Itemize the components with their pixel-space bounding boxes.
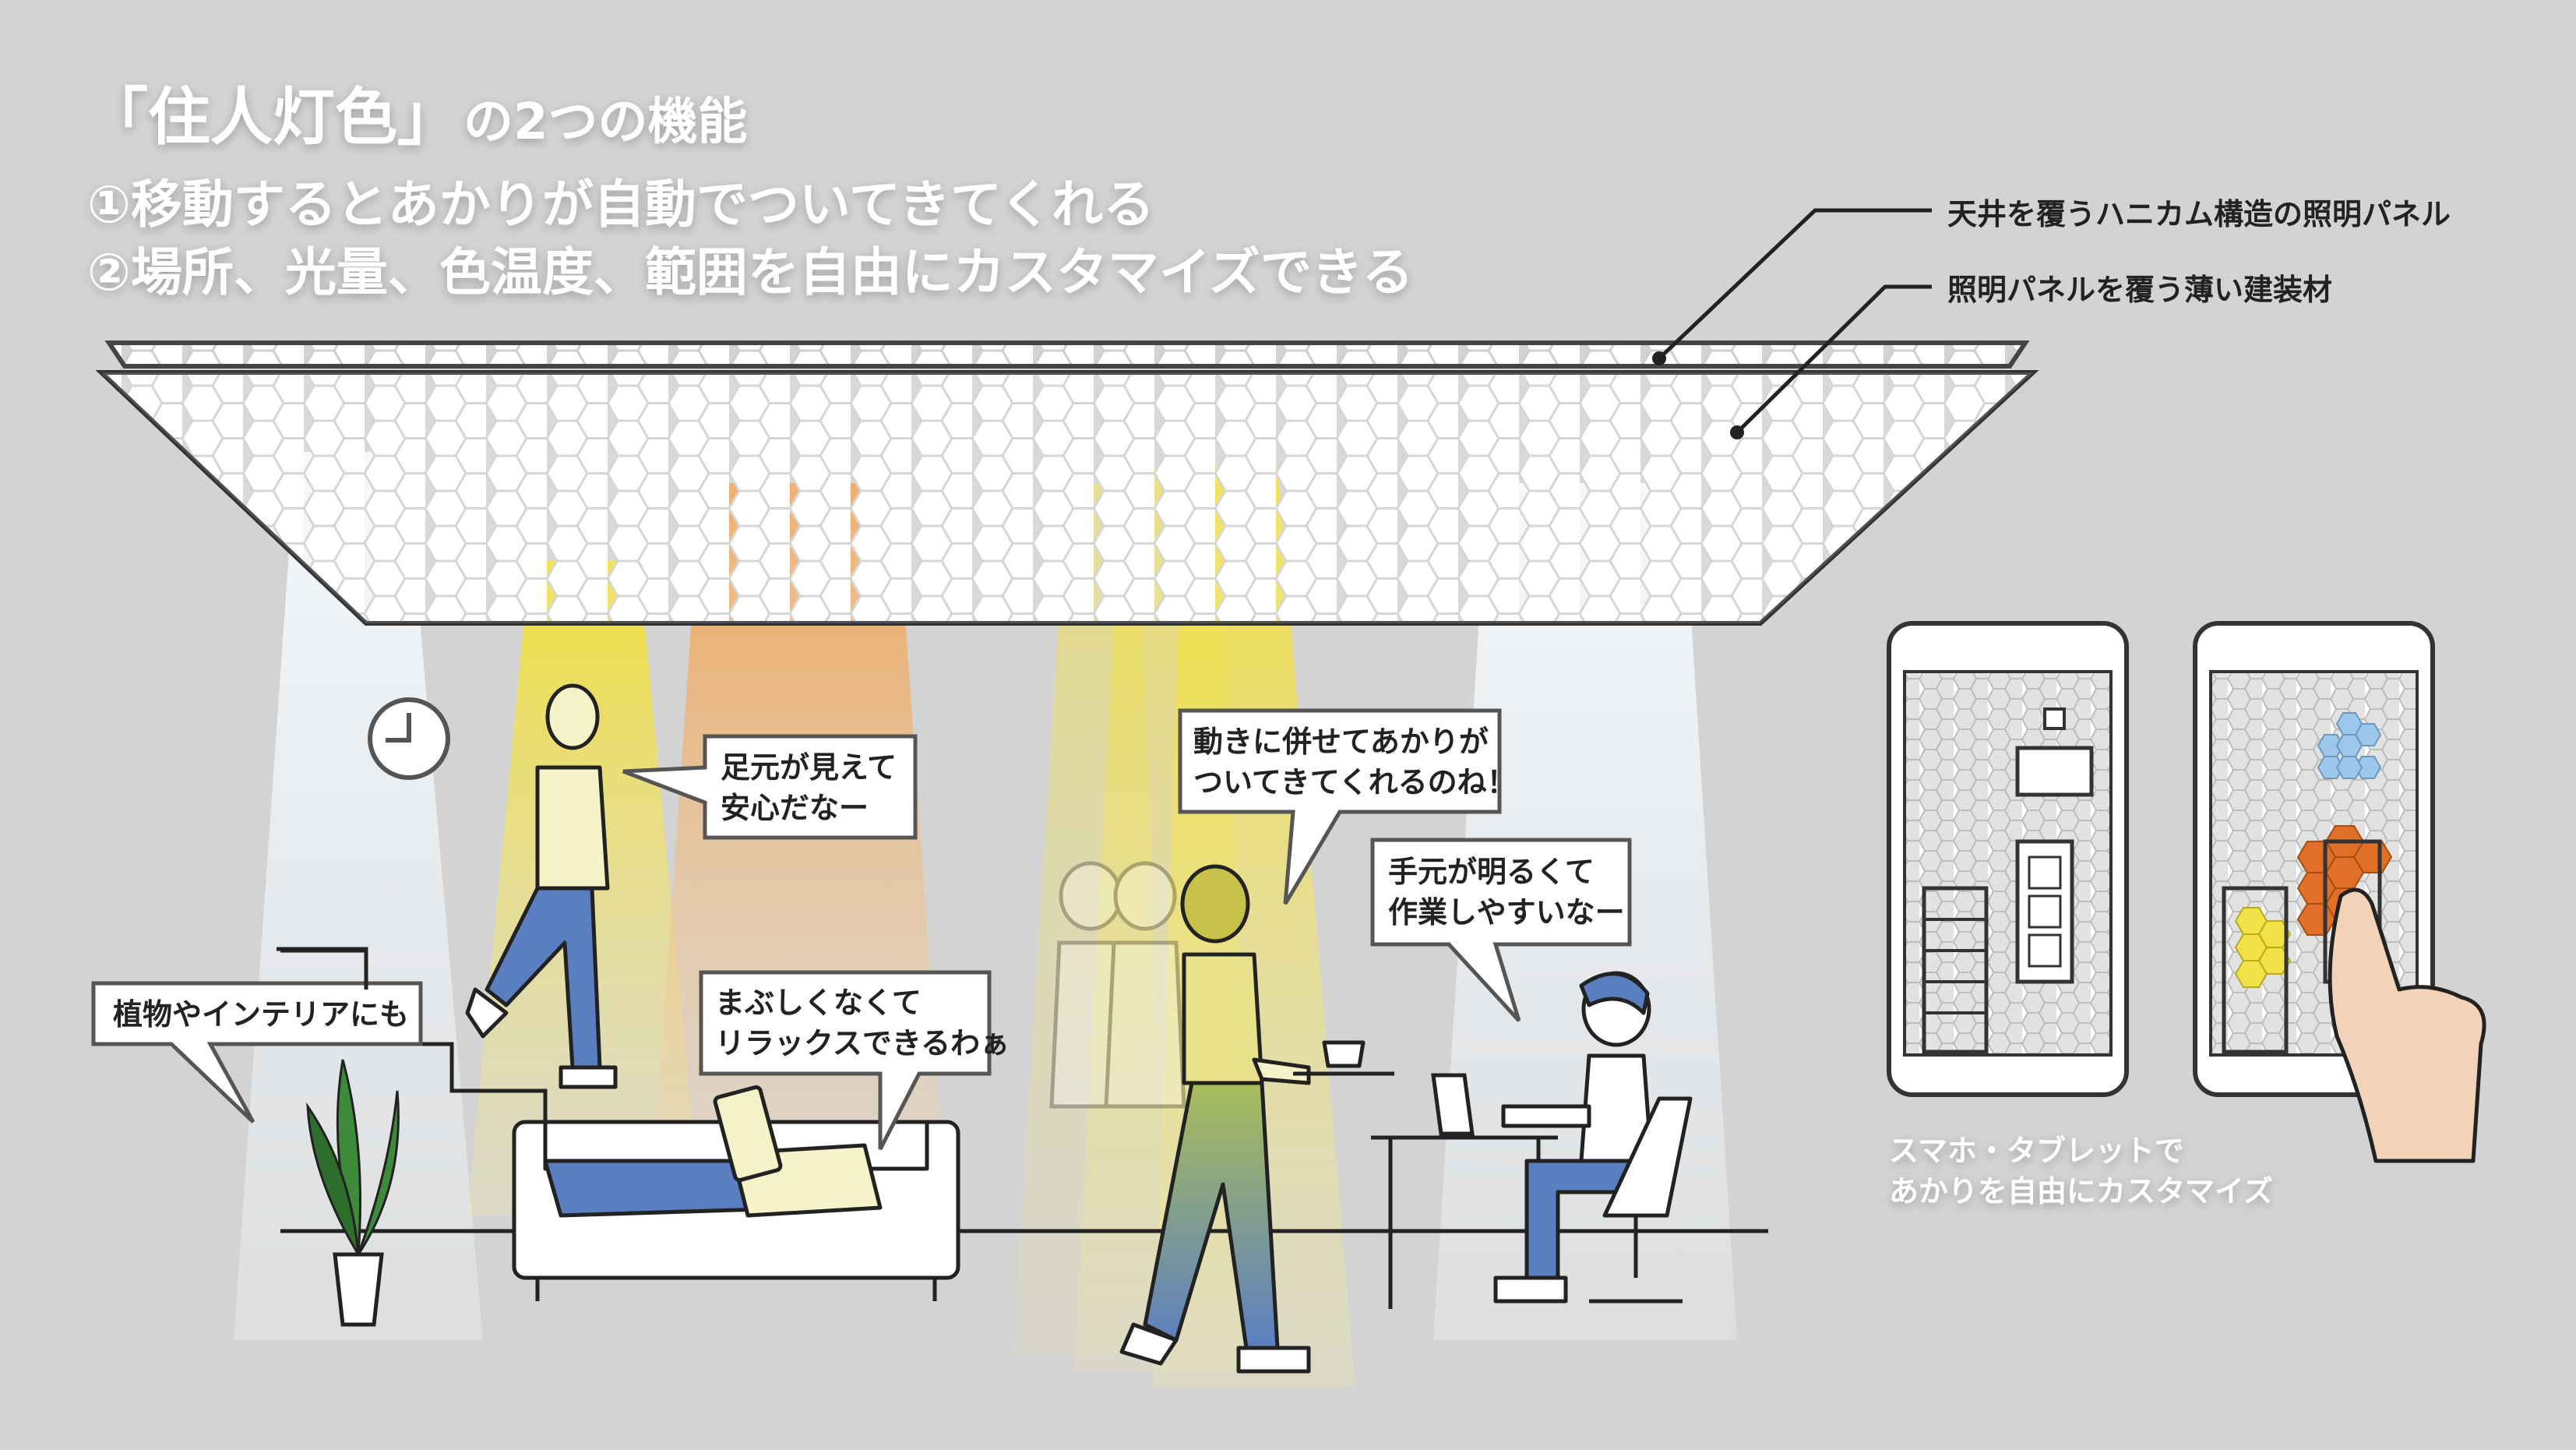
title-suffix: の2つの機能 (463, 93, 748, 151)
light-beam-cool-left (234, 452, 483, 1340)
feature-1: ①移動するとあかりが自動でついてきてくれる (87, 175, 1154, 235)
plant-icon (306, 1059, 400, 1327)
phone-caption-line1: スマホ・タブレットで (1889, 1134, 2184, 1168)
clock-icon (368, 697, 450, 780)
bubble-plants-text: 植物やインテリアにも (113, 997, 409, 1032)
speech-bubble-plants: 植物やインテリアにも (91, 981, 423, 1124)
callout-cover-material: 照明パネルを覆う薄い建装材 (1947, 273, 2332, 307)
product-title: 「住人灯色」 (86, 81, 460, 153)
walking-person (1119, 864, 1394, 1374)
bubble-sofa-line1: まぶしくなくて (715, 986, 922, 1020)
feature-2: ②場所、光量、色温度、範囲を自由にカスタマイズできる (87, 242, 1414, 302)
bubble-stairs-line2: 安心だなー (721, 791, 869, 825)
ceiling-panel (95, 340, 2039, 626)
bubble-sofa-line2: リラックスできるわぁ (715, 1026, 1010, 1060)
honeycomb-layer (104, 340, 2030, 369)
person-at-desk (1493, 971, 1693, 1304)
cover-material-layer (95, 370, 2039, 626)
bubble-desk-line1: 手元が明るくて (1388, 855, 1595, 889)
bubble-desk-line2: 作業しやすいなー (1388, 895, 1625, 930)
person-on-stairs (465, 683, 618, 1089)
speech-bubble-desk: 手元が明るくて 作業しやすいなー (1370, 838, 1632, 1022)
phone-caption-line2: あかりを自由にカスタマイズ (1889, 1174, 2273, 1208)
bubble-stairs-line1: 足元が見えて (721, 750, 897, 785)
heading: 「住人灯色」 の2つの機能 ①移動するとあかりが自動でついてきてくれる ②場所、… (86, 81, 1414, 302)
speech-bubble-sofa: まぶしくなくて リラックスできるわぁ (699, 970, 1010, 1151)
hex-selection-yellow (2234, 907, 2292, 988)
speech-bubble-stairs: 足元が見えて 安心だなー (622, 734, 918, 840)
speech-bubble-walker: 動きに併せてあかりが ついてきてくれるのね！ (1178, 708, 1517, 905)
person-on-sofa (543, 1085, 883, 1218)
walking-person-trail (1049, 861, 1186, 1109)
hand-icon (2328, 887, 2486, 1163)
bubble-walker-line2: ついてきてくれるのね！ (1193, 765, 1517, 799)
hex-selection-blue (2317, 712, 2382, 779)
callout-lines (1652, 208, 1932, 439)
bubble-walker-line1: 動きに併せてあかりが (1193, 725, 1489, 759)
phone-left (1887, 621, 2129, 1097)
callout-honeycomb-panel: 天井を覆うハニカム構造の照明パネル (1947, 197, 2451, 231)
